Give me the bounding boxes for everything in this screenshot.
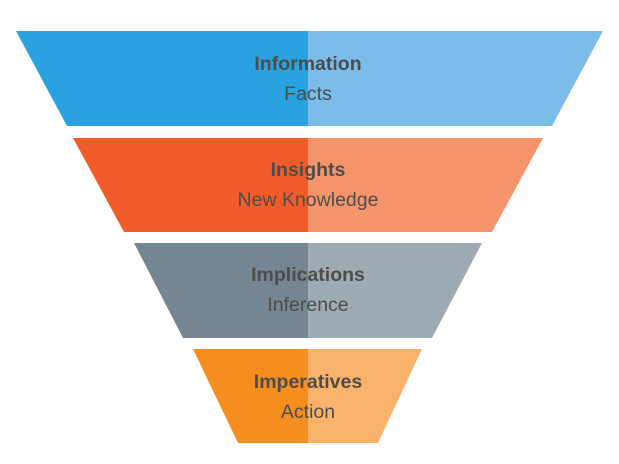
tier-insights-right-half (308, 138, 543, 232)
tier-implications-subtitle: Inference (267, 294, 348, 316)
tier-information-left-half (16, 31, 308, 126)
tier-insights-subtitle: New Knowledge (238, 189, 379, 211)
funnel-tier-imperatives: Imperatives Action (193, 349, 422, 443)
tier-insights-title: Insights (271, 159, 346, 181)
tier-information-subtitle: Facts (284, 83, 332, 105)
tier-implications-title: Implications (251, 264, 365, 286)
funnel-tier-information: Information Facts (16, 31, 603, 126)
tier-imperatives-left-half (193, 349, 308, 443)
tier-imperatives-subtitle: Action (281, 401, 335, 423)
tier-imperatives-title: Imperatives (254, 371, 363, 393)
tier-imperatives-right-half (308, 349, 422, 443)
funnel-tier-insights: Insights New Knowledge (73, 138, 543, 232)
tier-insights-left-half (73, 138, 308, 232)
funnel-tier-implications: Implications Inference (134, 243, 482, 338)
tier-implications-right-half (308, 243, 482, 338)
tier-information-title: Information (254, 53, 361, 75)
tier-information-right-half (308, 31, 603, 126)
tier-implications-left-half (134, 243, 308, 338)
